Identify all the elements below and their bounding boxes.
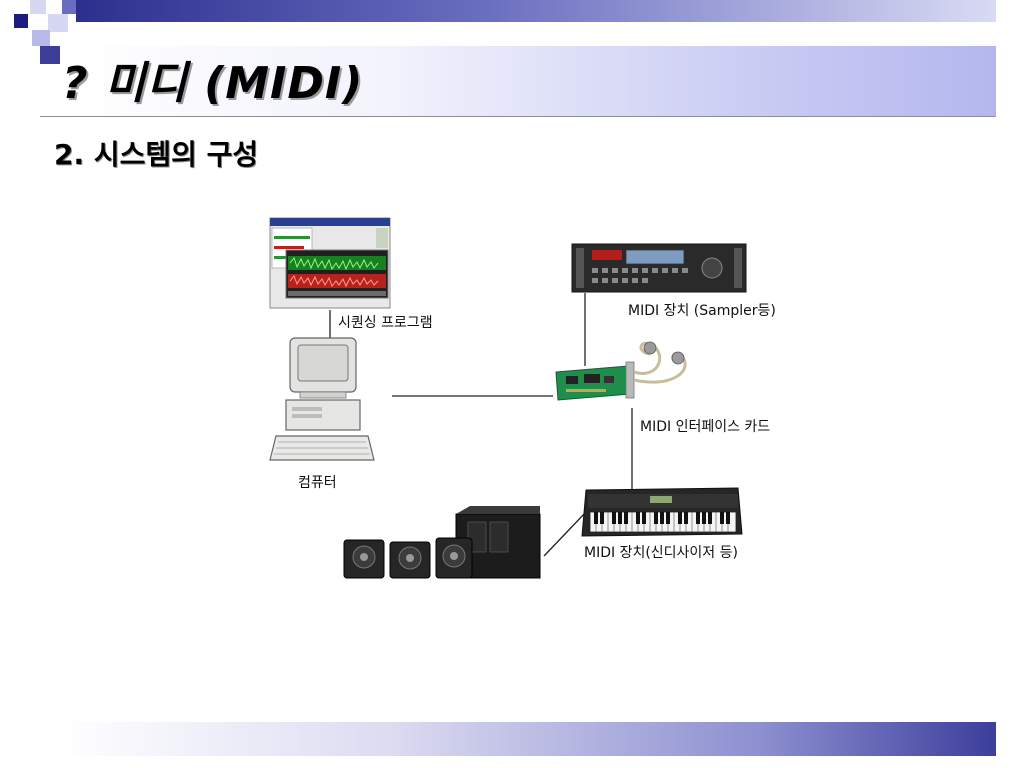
sampler-illustration [571,243,747,293]
header-band [76,0,996,22]
sequencing-program-screenshot [269,217,391,309]
corner-square-light-2 [48,14,68,32]
speakers-illustration [343,506,541,579]
computer-label: 컴퓨터 [298,475,337,491]
sequencing-program-label: 시퀀싱 프로그램 [338,315,433,331]
connector-synth-speakers [543,511,587,557]
footer-band [60,722,996,756]
title-band [60,46,996,116]
interface-card-illustration [555,341,687,401]
slide-title: ? 미디 (MIDI) [62,58,364,109]
synthesizer-illustration [581,487,743,537]
corner-square-light-1 [30,0,46,14]
corner-square-mid [32,30,50,46]
sampler-label: MIDI 장치 (Sampler등) [628,303,776,319]
corner-square-dark [62,0,76,14]
corner-square-top-left [14,14,28,28]
computer-illustration [269,337,375,461]
title-accent-square [40,46,60,64]
slide-subtitle: 2. 시스템의 구성 [54,138,259,171]
title-divider [40,116,996,117]
synthesizer-label: MIDI 장치(신디사이저 등) [584,545,738,561]
interface-card-label: MIDI 인터페이스 카드 [640,419,771,435]
